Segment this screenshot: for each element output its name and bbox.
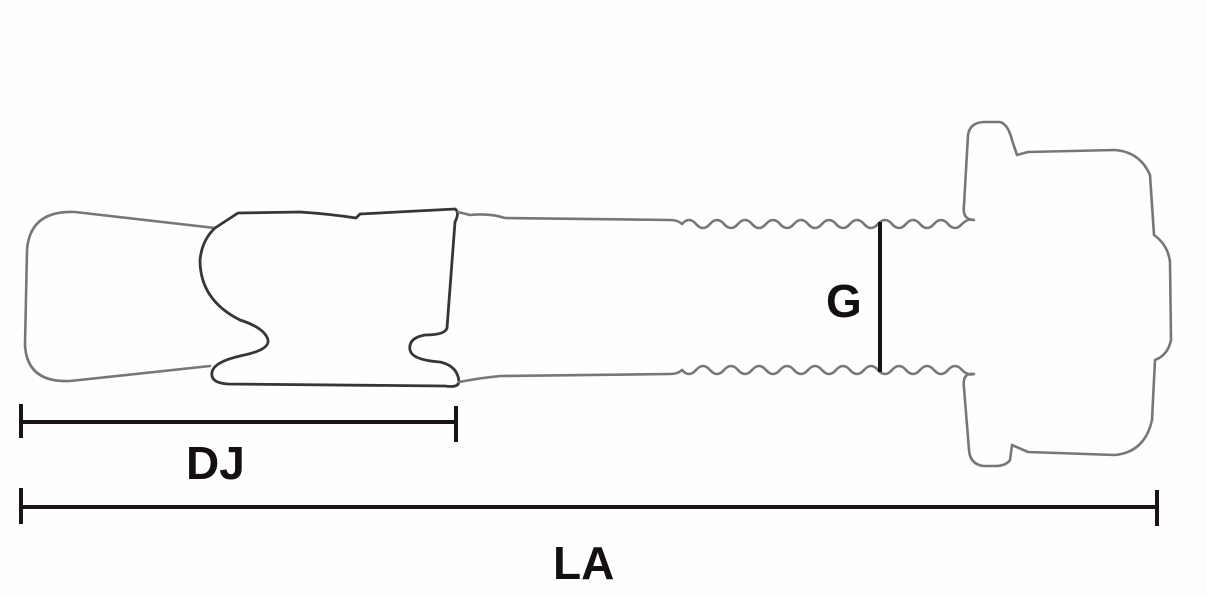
shank-top-edge: [456, 210, 684, 226]
expansion-cone: [23, 210, 217, 383]
expansion-sleeve: [198, 207, 461, 388]
g-label: G: [826, 275, 862, 327]
shank-bottom-edge: [457, 368, 684, 384]
dj-label: DJ: [186, 437, 245, 489]
thread-top: [680, 203, 976, 230]
thread-bottom: [680, 364, 976, 390]
nut: [962, 120, 1173, 468]
la-label: LA: [553, 537, 615, 589]
